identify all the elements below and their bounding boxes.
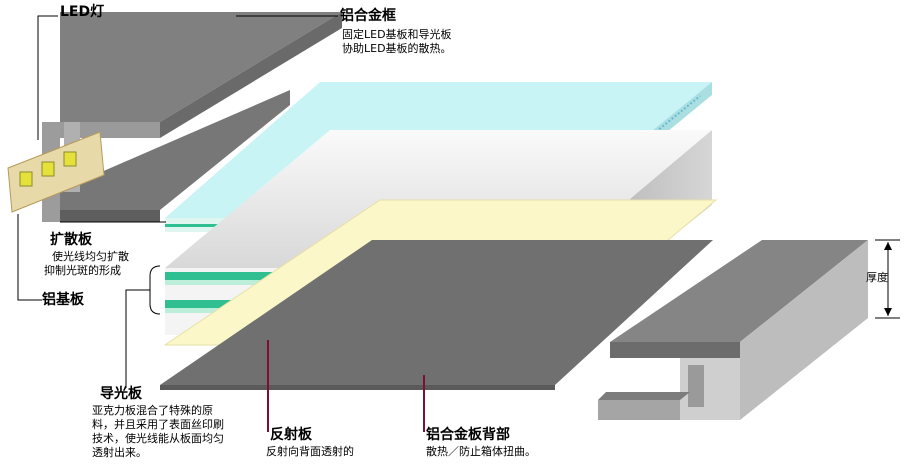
label-frame-title: 铝合金框 [340, 8, 396, 24]
label-lightguide-desc-1: 亚克力板混合了特殊的原 [92, 404, 213, 417]
dim-arrow-down [884, 308, 892, 316]
leader-lines [17, 15, 338, 388]
rframe-top-face [610, 240, 868, 342]
label-backplate-title: 铝合金板背部 [426, 427, 510, 443]
label-lightguide-desc-3: 技术，使光线能从板面均匀 [92, 432, 224, 445]
rframe-slot [688, 365, 704, 407]
leader-lightguide [125, 289, 150, 388]
rframe-foot-top [598, 392, 690, 400]
label-backplate-desc: 散热／防止箱体扭曲。 [426, 445, 536, 458]
back-plate-edge [160, 385, 555, 390]
rframe-foot [598, 400, 680, 420]
label-lightguide-desc-2: 料，并且采用了表面丝印刷 [92, 418, 224, 431]
led-chip-3 [63, 151, 77, 167]
label-thickness: 厚度 [866, 271, 888, 284]
label-reflector-desc: 反射向背面透射的 [266, 445, 354, 458]
led-chip-1 [19, 171, 33, 187]
red-leader-lines [267, 340, 425, 432]
led-chip-2 [41, 161, 55, 177]
frame-side-face [160, 12, 342, 138]
label-diffuser-title: 扩散板 [50, 232, 92, 248]
label-lightguide-title: 导光板 [100, 386, 142, 402]
label-frame-desc-2: 协助LED基板的散热。 [342, 42, 452, 55]
back-plate [160, 240, 713, 385]
leader-lightguide-bracket [149, 265, 161, 315]
leader-substrate [17, 214, 42, 301]
label-frame-desc-1: 固定LED基板和导光板 [342, 28, 452, 41]
label-substrate: 铝基板 [42, 292, 84, 308]
frame-bottom-front [60, 210, 160, 222]
label-lightguide-desc-4: 透射出来。 [92, 446, 147, 459]
label-led: LED灯 [60, 4, 105, 20]
thickness-dimension [875, 239, 900, 319]
leader-led [37, 15, 58, 140]
dim-arrow-up [884, 242, 892, 250]
right-frame-section [598, 240, 868, 420]
rframe-front-face [610, 342, 740, 358]
left-frame-section [7, 12, 342, 222]
rframe-side-face [740, 240, 868, 420]
led-substrate-strip [7, 131, 105, 213]
frame-top-face [60, 12, 342, 122]
label-reflector-title: 反射板 [270, 427, 312, 443]
label-diffuser-desc-1: 使光线均匀扩散 [52, 250, 129, 263]
label-diffuser-desc-2: 抑制光斑的形成 [44, 264, 121, 277]
frame-inner-face [60, 122, 160, 138]
frame-bottom-face [60, 90, 290, 210]
